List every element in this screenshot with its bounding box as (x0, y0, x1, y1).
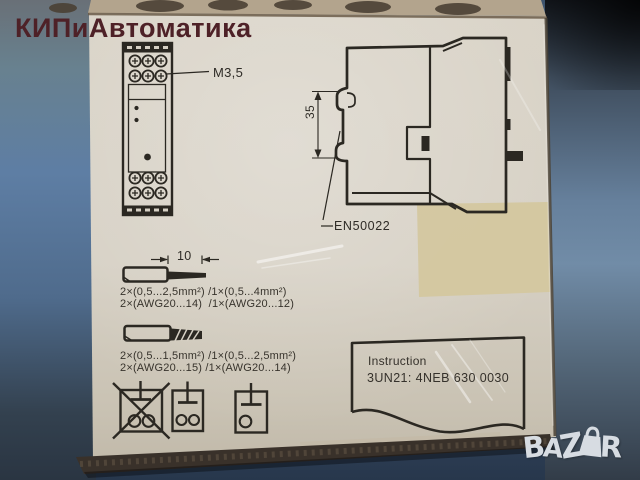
din-standard-label: EN50022 (334, 219, 391, 233)
solid-wire-awg-spec: 2×(AWG20...14) /1×(AWG20...12) (120, 298, 295, 310)
rail-height-label: 35 (303, 105, 317, 119)
instruction-order-code: 3UN21: 4NEB 630 0030 (367, 371, 510, 385)
shopping-bag-icon (577, 424, 606, 463)
instruction-title: Instruction (368, 354, 427, 368)
bazar-logo: B A Z R (521, 424, 624, 467)
stranded-wire-metric-spec: 2×(0,5...1,5mm²) /1×(0,5...2,5mm²) (120, 350, 297, 362)
solid-wire-metric-spec: 2×(0,5...2,5mm²) /1×(0,5...4mm²) (120, 286, 287, 298)
bazar-letter: R (599, 429, 624, 465)
strip-length-label: 10 (177, 249, 192, 263)
terminal-thread-label: M3,5 (213, 65, 244, 80)
watermark-text: КИПиАвтоматика (15, 13, 252, 43)
stranded-wire-awg-spec: 2×(AWG20...15) /1×(AWG20...14) (120, 362, 291, 374)
background-left-strip (0, 0, 96, 480)
